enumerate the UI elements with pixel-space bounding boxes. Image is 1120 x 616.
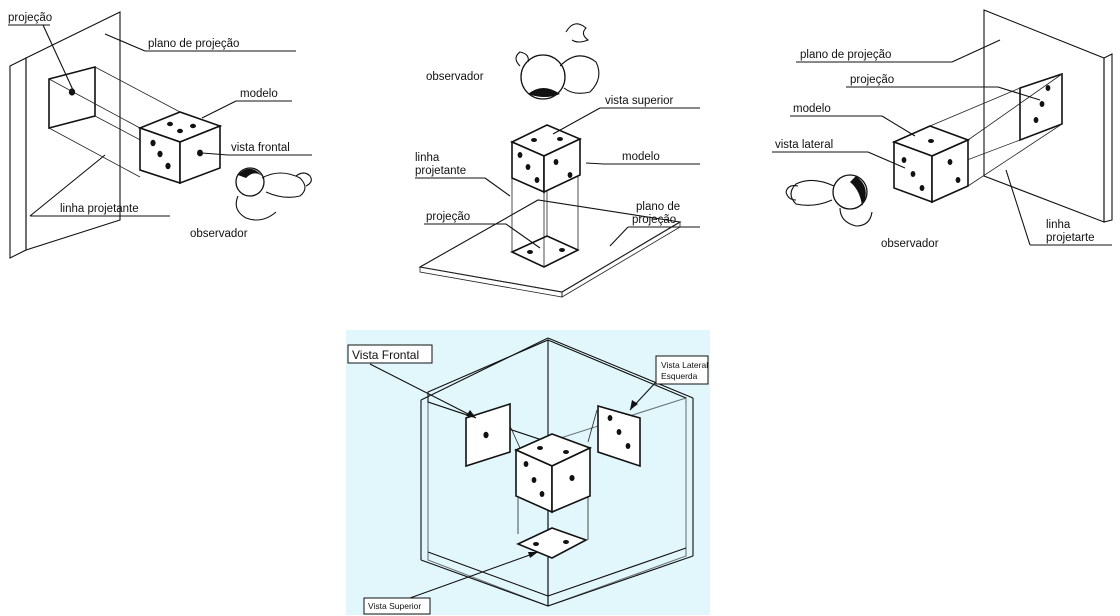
observer-figure — [515, 23, 600, 100]
label-plano-de: plano de — [636, 201, 680, 213]
label-plano-projecao: plano de projeção — [800, 49, 891, 61]
plane-projection-square — [48, 65, 96, 130]
projection-plane — [25, 11, 121, 251]
label-linha-projetante: linha projetante — [60, 203, 139, 215]
label-projetarte: projetarte — [1046, 232, 1095, 244]
cube-side-face — [931, 138, 969, 204]
projector-line — [48, 78, 141, 129]
vista-frontal-box — [347, 344, 433, 364]
plane-projection-square — [1019, 72, 1063, 142]
projection-pip — [68, 88, 76, 96]
panel-side-view: plano de projeção projeção modelo vista … — [772, 9, 1113, 250]
observer-figure — [235, 167, 312, 221]
label-observador: observador — [426, 71, 484, 83]
label-projetante: projetante — [415, 165, 466, 177]
label-vista-frontal: vista frontal — [231, 142, 290, 154]
cube-side-face — [543, 137, 581, 194]
label-observador: observador — [881, 238, 939, 250]
label-vista-superior: Vista Superior — [368, 601, 421, 611]
panel-combined-views: Vista Frontal Vista Lateral Esquerda Vis… — [346, 330, 710, 615]
label-plano-projecao: plano de projeção — [148, 38, 239, 50]
label-modelo: modelo — [240, 88, 278, 100]
label-esquerda: Esquerda — [661, 371, 698, 381]
panel-top-view: observador vista superior linha projetan… — [415, 23, 700, 298]
panel-frontal-view: projeção plano de projeção modelo vista … — [8, 11, 312, 259]
label-linha: linha — [1046, 219, 1071, 231]
label-observador: observador — [190, 228, 248, 240]
projector-line — [48, 127, 141, 178]
label-vista-lateral: vista lateral — [775, 139, 833, 151]
label-vista-superior: vista superior — [605, 95, 674, 107]
observer-figure — [785, 174, 873, 227]
vista-lateral-box — [655, 355, 709, 385]
vista-superior-box — [363, 597, 431, 615]
projector-line — [94, 66, 181, 113]
label-projecao: projeção — [850, 74, 894, 86]
label-vista-frontal: Vista Frontal — [352, 348, 419, 362]
plane-projection-square — [510, 235, 580, 268]
label-projecao: projeção — [8, 12, 52, 24]
label-modelo: modelo — [793, 103, 831, 115]
top-projection-square — [516, 527, 588, 559]
label-linha: linha — [415, 152, 440, 164]
label-plano-projecao: projeção — [632, 214, 676, 226]
label-vista-lateral: Vista Lateral — [661, 360, 708, 370]
projection-plane-left-edge — [9, 57, 27, 259]
label-modelo: modelo — [622, 151, 660, 163]
lateral-projection-square — [597, 404, 641, 468]
label-projecao: projeção — [426, 211, 470, 223]
